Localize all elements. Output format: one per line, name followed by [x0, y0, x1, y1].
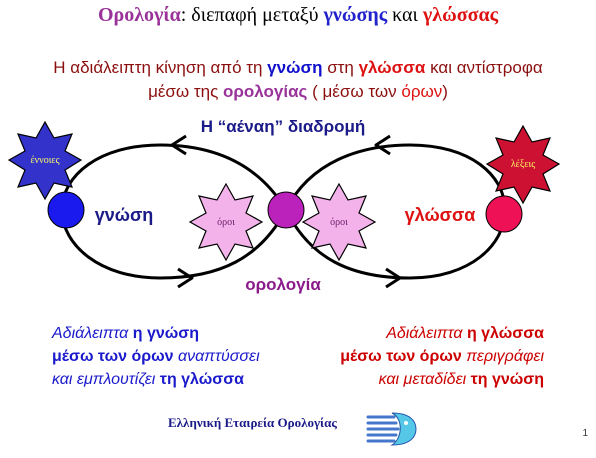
caption-text: και εμπλουτίζει: [52, 371, 160, 388]
caption-emphasis: τη γνώση: [470, 371, 544, 388]
caption-knowledge: Αδιάλειπτα η γνώση μέσω των όρων αναπτύσ…: [52, 322, 260, 391]
caption-emphasis: τη γλώσσα: [159, 371, 244, 388]
star-terms-right-label: όροι: [330, 217, 348, 228]
caption-language: Αδιάλειπτα η γλώσσα μέσω των όρων περιγρ…: [340, 322, 544, 391]
caption-text: και μεταδίδει: [378, 371, 471, 388]
title-language: γλώσσας: [422, 4, 499, 26]
language-label: γλώσσα: [405, 205, 476, 225]
organization-logo-icon: [366, 412, 417, 446]
caption-left-line-2: μέσω των όρων αναπτύσσει: [52, 345, 260, 368]
subtitle-line-1: Η αδιάλειπτη κίνηση από τη γνώση στη γλώ…: [0, 58, 596, 78]
subtitle-text: Η αδιάλειπτη κίνηση από τη: [53, 58, 268, 77]
title-interface-text: : διεπαφή μεταξύ: [180, 4, 324, 26]
title-terminology: Ορολογία: [97, 4, 181, 26]
subtitle-text: ): [442, 82, 448, 101]
caption-right-line-1: Αδιάλειπτα η γλώσσα: [340, 322, 544, 345]
subtitle-language: γλώσσα: [358, 58, 426, 77]
caption-text: περιγράφει: [461, 348, 544, 365]
star-concepts-label: έννοιες: [30, 155, 59, 166]
caption-text: Αδιάλειπτα: [386, 325, 467, 342]
page-number: 1: [582, 428, 588, 439]
arrow-top-right-icon: [374, 134, 391, 156]
arrow-top-left-icon: [170, 134, 187, 156]
bottom-path-label: ορολογία: [245, 275, 321, 294]
subtitle-line-2: μέσω της ορολογίας ( μέσω των όρων): [0, 82, 596, 102]
title-and: και: [387, 4, 423, 26]
subtitle-terminology: ορολογίας: [223, 82, 308, 101]
star-concepts-icon: έννοιες: [7, 120, 83, 201]
title-knowledge: γνώσης: [323, 4, 388, 26]
caption-text: Αδιάλειπτα: [52, 325, 133, 342]
star-terms-left-icon: όροι: [188, 182, 264, 262]
top-path-label: Η “αέναη” διαδρομή: [201, 117, 366, 136]
organization-name: Ελληνική Εταιρεία Ορολογίας: [168, 415, 337, 430]
caption-right-line-3: και μεταδίδει τη γνώση: [340, 368, 544, 391]
subtitle-text: μέσω της: [148, 82, 224, 101]
language-node: [485, 195, 523, 233]
caption-right-line-2: μέσω των όρων περιγράφει: [340, 345, 544, 368]
caption-emphasis: η γλώσσα: [466, 325, 544, 342]
caption-emphasis: μέσω των όρων: [340, 348, 462, 365]
subtitle-text: στη: [322, 58, 359, 77]
star-terms-right-icon: όροι: [301, 182, 377, 262]
star-words-icon: λέξεις: [485, 124, 561, 205]
star-terms-left-label: όροι: [217, 217, 235, 228]
caption-emphasis: μέσω των όρων: [52, 348, 174, 365]
arrow-bottom-left-icon: [177, 267, 194, 289]
terminology-center-node: [267, 191, 305, 229]
subtitle-terms: όρων: [401, 82, 443, 101]
knowledge-node: [47, 191, 85, 229]
subtitle-knowledge: γνώση: [267, 58, 323, 77]
caption-left-line-1: Αδιάλειπτα η γνώση: [52, 322, 260, 345]
caption-emphasis: η γνώση: [132, 325, 199, 342]
star-words-label: λέξεις: [511, 159, 535, 170]
page-title: Ορολογία: διεπαφή μεταξύ γνώσης και γλώσ…: [0, 4, 596, 27]
caption-left-line-3: και εμπλουτίζει τη γλώσσα: [52, 368, 260, 391]
subtitle-text: ( μέσω των: [307, 82, 402, 101]
caption-text: αναπτύσσει: [173, 348, 260, 365]
subtitle-text: και αντίστροφα: [425, 58, 543, 77]
arrow-bottom-right-icon: [385, 267, 402, 289]
knowledge-label: γνώση: [95, 205, 154, 225]
